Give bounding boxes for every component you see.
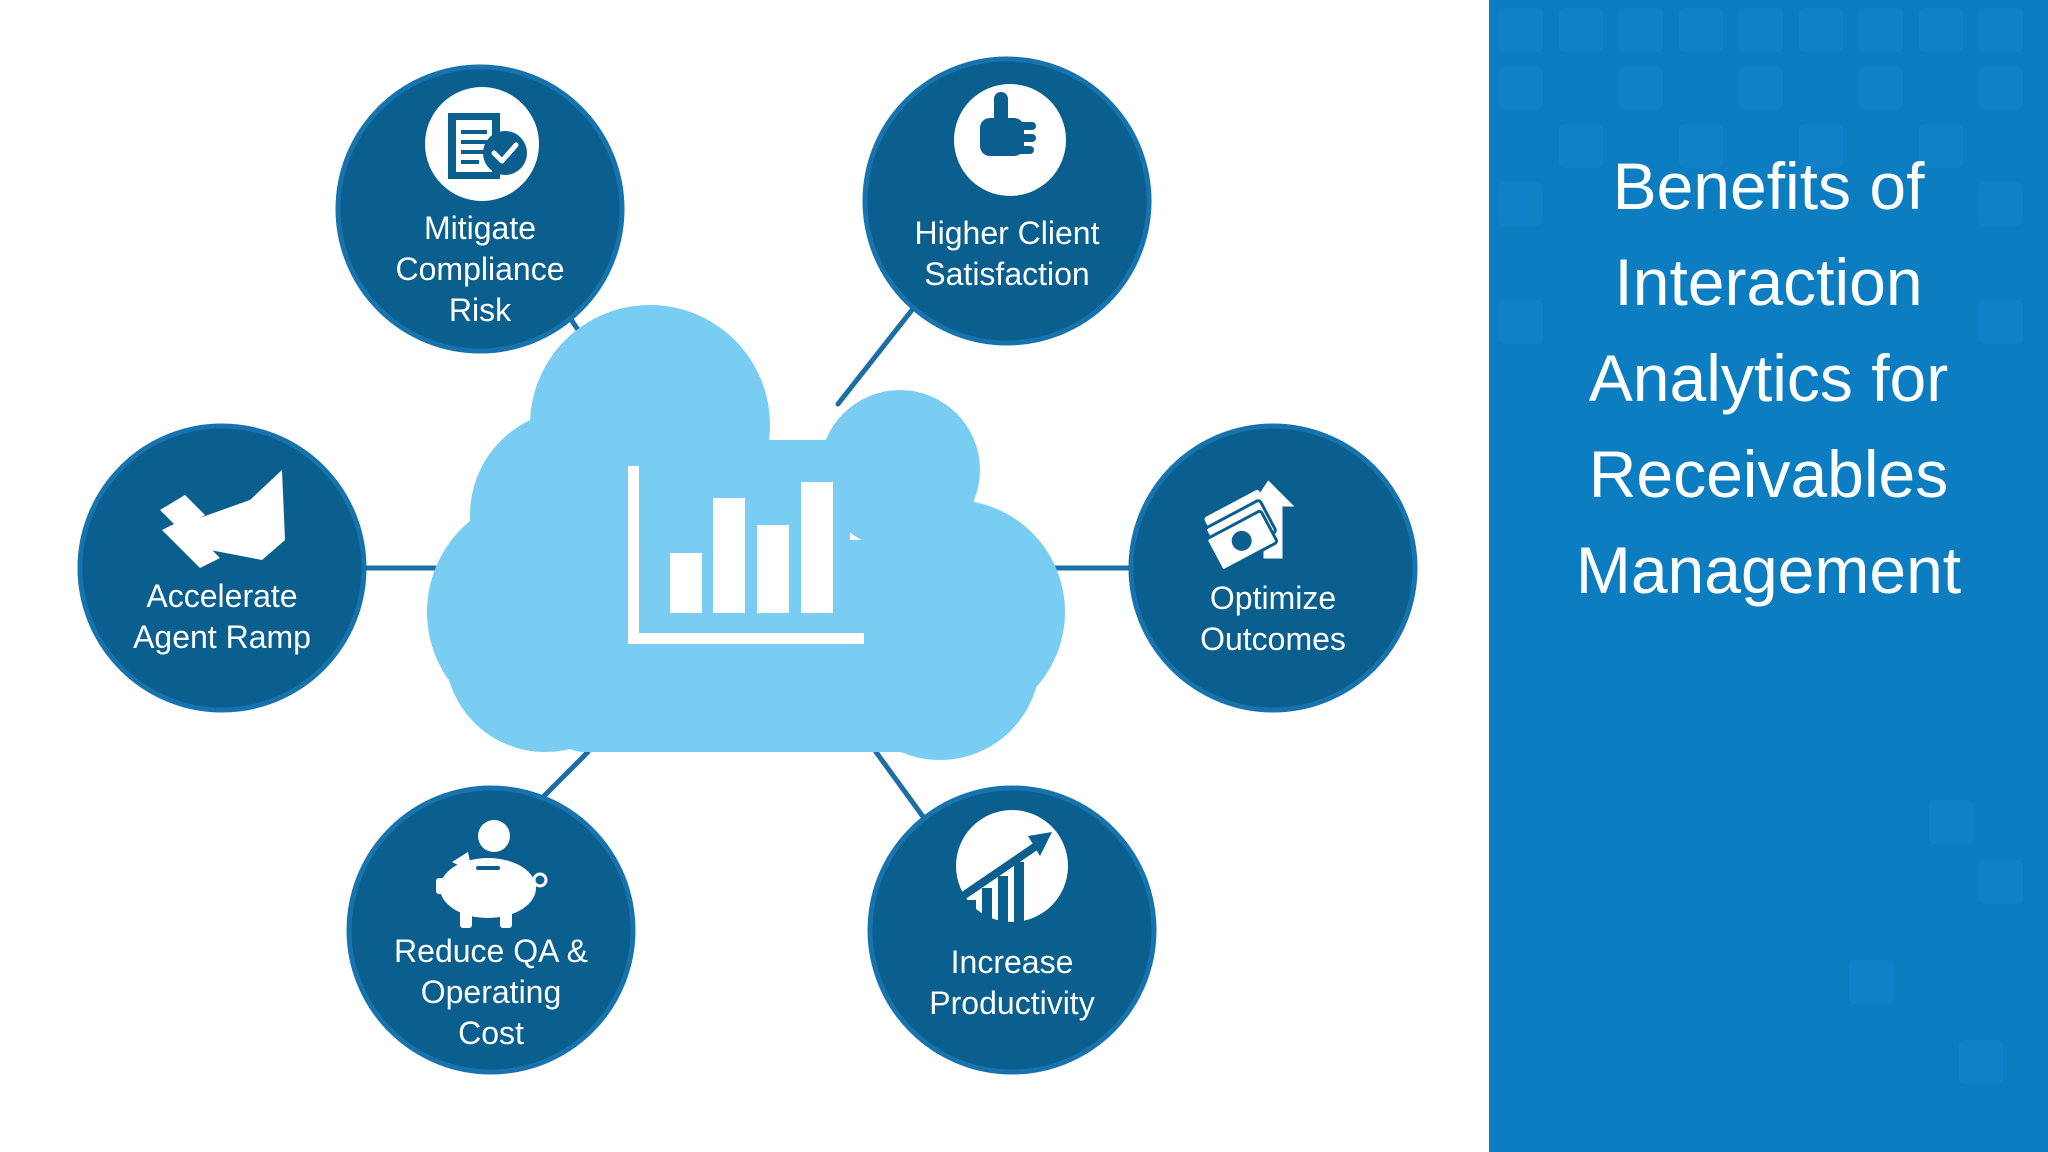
node-label-line: Satisfaction — [924, 256, 1090, 292]
connector-productivity — [873, 749, 927, 821]
node-circles — [77, 56, 1418, 1075]
node-label-productivity: Increase Productivity — [882, 942, 1142, 1024]
node-circle-productivity — [867, 785, 1157, 1075]
node-label-mitigate: Mitigate Compliance Risk — [350, 208, 610, 331]
compliance-document-check-icon — [425, 87, 539, 201]
panel-title-line: Benefits of — [1612, 149, 1925, 223]
node-circle-accelerate — [77, 423, 367, 713]
growth-chart-arrow-icon — [956, 810, 1068, 924]
panel-title-line: Interaction — [1614, 245, 1923, 319]
node-label-optimize: Optimize Outcomes — [1143, 578, 1403, 660]
node-label-line: Risk — [448, 292, 512, 328]
cloud — [427, 305, 1065, 760]
node-label-line: Operating — [420, 974, 562, 1010]
piggy-bank-icon — [436, 820, 548, 928]
node-circle-satisfaction — [862, 56, 1152, 346]
panel-title-line: Receivables — [1588, 437, 1949, 511]
ramp-shoe-icon — [160, 470, 285, 568]
connectors — [359, 307, 1135, 821]
node-label-line: Outcomes — [1200, 621, 1346, 657]
node-label-line: Productivity — [929, 985, 1095, 1021]
node-label-reduce: Reduce QA & Operating Cost — [361, 931, 621, 1054]
node-label-line: Reduce QA & — [394, 933, 588, 969]
node-label-line: Increase — [950, 944, 1074, 980]
node-label-line: Higher Client — [914, 215, 1100, 251]
node-label-line: Agent Ramp — [133, 619, 311, 655]
money-arrow-up-icon — [1204, 475, 1302, 572]
connector-satisfaction — [835, 307, 915, 407]
bar-chart-icon — [628, 466, 864, 644]
connector-reduce — [535, 749, 591, 805]
benefits-diagram — [77, 56, 1418, 1075]
panel-title: Benefits of Interaction Analytics for Re… — [1489, 138, 2048, 618]
node-label-satisfaction: Higher Client Satisfaction — [877, 213, 1137, 295]
node-label-line: Mitigate — [423, 210, 537, 246]
node-circle-reduce — [346, 785, 636, 1075]
node-label-accelerate: Accelerate Agent Ramp — [92, 576, 352, 658]
node-label-line: Compliance — [395, 251, 565, 287]
thumbs-up-icon — [954, 84, 1066, 196]
node-label-line: Optimize — [1209, 580, 1337, 616]
panel-title-line: Analytics for — [1588, 341, 1949, 415]
node-label-line: Cost — [458, 1015, 524, 1051]
panel-background-pattern — [1499, 8, 2023, 1084]
node-label-line: Accelerate — [146, 578, 298, 614]
node-circle-optimize — [1128, 423, 1418, 713]
title-panel: Benefits of Interaction Analytics for Re… — [1489, 0, 2048, 1152]
node-circle-mitigate — [335, 64, 625, 354]
panel-title-line: Management — [1575, 533, 1962, 607]
